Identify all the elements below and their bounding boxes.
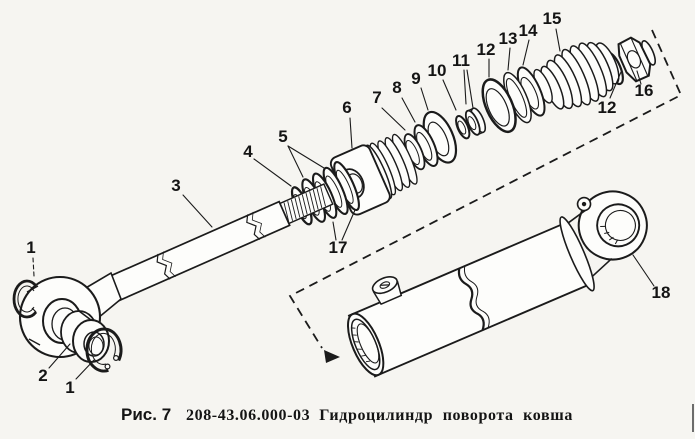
callout-9: 9 — [411, 69, 429, 111]
figure-number: Рис. 7 — [121, 405, 171, 424]
callout-13: 13 — [499, 29, 518, 71]
callout-label: 1 — [26, 238, 35, 257]
callout-6: 6 — [342, 98, 353, 149]
callout-2: 2 — [38, 343, 71, 385]
callout-7: 7 — [372, 88, 406, 131]
rod-nut — [617, 36, 652, 83]
callout-label: 5 — [278, 127, 287, 146]
callout-12a: 12 — [477, 40, 496, 78]
callout-14: 14 — [519, 21, 538, 66]
callout-label: 7 — [372, 88, 381, 107]
figure-caption: Рис. 7 208-43.06.000-03 Гидроцилиндр пово… — [121, 405, 573, 424]
callout-3: 3 — [171, 176, 213, 228]
callout-16: 16 — [635, 70, 654, 100]
figure-title: 208-43.06.000-03 Гидроцилиндр поворота ко… — [186, 407, 573, 424]
callout-label: 6 — [342, 98, 351, 117]
callout-5: 5 — [278, 127, 325, 178]
callout-label: 13 — [499, 29, 518, 48]
part-number-text: 208-43.06.000-03 — [186, 407, 310, 424]
callout-label: 1 — [65, 378, 74, 397]
callout-10: 10 — [428, 61, 457, 111]
o-ring-10 — [455, 114, 471, 140]
weld-seam — [457, 265, 490, 331]
callout-label: 15 — [543, 9, 562, 28]
callout-label: 18 — [652, 283, 671, 302]
rod-assembly — [104, 36, 657, 304]
grease-fitting — [576, 196, 592, 212]
callout-label: 2 — [38, 366, 47, 385]
callout-15: 15 — [543, 9, 562, 52]
rod-break-mark — [246, 214, 261, 241]
insertion-arrow — [324, 350, 340, 363]
callout-label: 12 — [598, 98, 617, 117]
port-boss — [371, 276, 403, 306]
insertion-path — [288, 29, 683, 363]
rod-break-mark — [156, 253, 171, 280]
callout-11: 11 — [452, 51, 474, 109]
callout-label: 8 — [392, 78, 401, 97]
piston-seal-ring-left — [481, 78, 517, 134]
callouts: 1 2 1 3 4 5 6 7 — [26, 9, 670, 397]
cylinder-body — [347, 190, 648, 378]
rod-eye-group — [12, 271, 123, 373]
callout-1b: 1 — [65, 359, 95, 397]
callout-label: 17 — [329, 238, 348, 257]
title-text: Гидроцилиндр поворота ковша — [319, 407, 573, 424]
piston-rod — [104, 200, 291, 304]
callout-label: 11 — [452, 51, 470, 70]
retaining-ring-lower — [85, 327, 123, 373]
callout-label: 16 — [635, 81, 654, 100]
cylinder-open-bore — [347, 312, 385, 377]
callout-8: 8 — [392, 78, 416, 123]
callout-18: 18 — [632, 254, 671, 302]
callout-17: 17 — [329, 209, 356, 257]
retaining-ring-upper — [12, 279, 38, 319]
callout-label: 14 — [519, 21, 538, 40]
piston — [540, 41, 620, 110]
callout-1a: 1 — [26, 238, 36, 277]
eye-collar — [559, 216, 595, 292]
callout-4: 4 — [243, 142, 292, 187]
callout-12b: 12 — [598, 71, 622, 117]
callout-label: 10 — [428, 61, 447, 80]
callout-label: 9 — [411, 69, 420, 88]
callout-label: 12 — [477, 40, 496, 59]
callout-label: 3 — [171, 176, 180, 195]
cylinder-eye-bore — [596, 203, 641, 248]
callout-label: 4 — [243, 142, 253, 161]
